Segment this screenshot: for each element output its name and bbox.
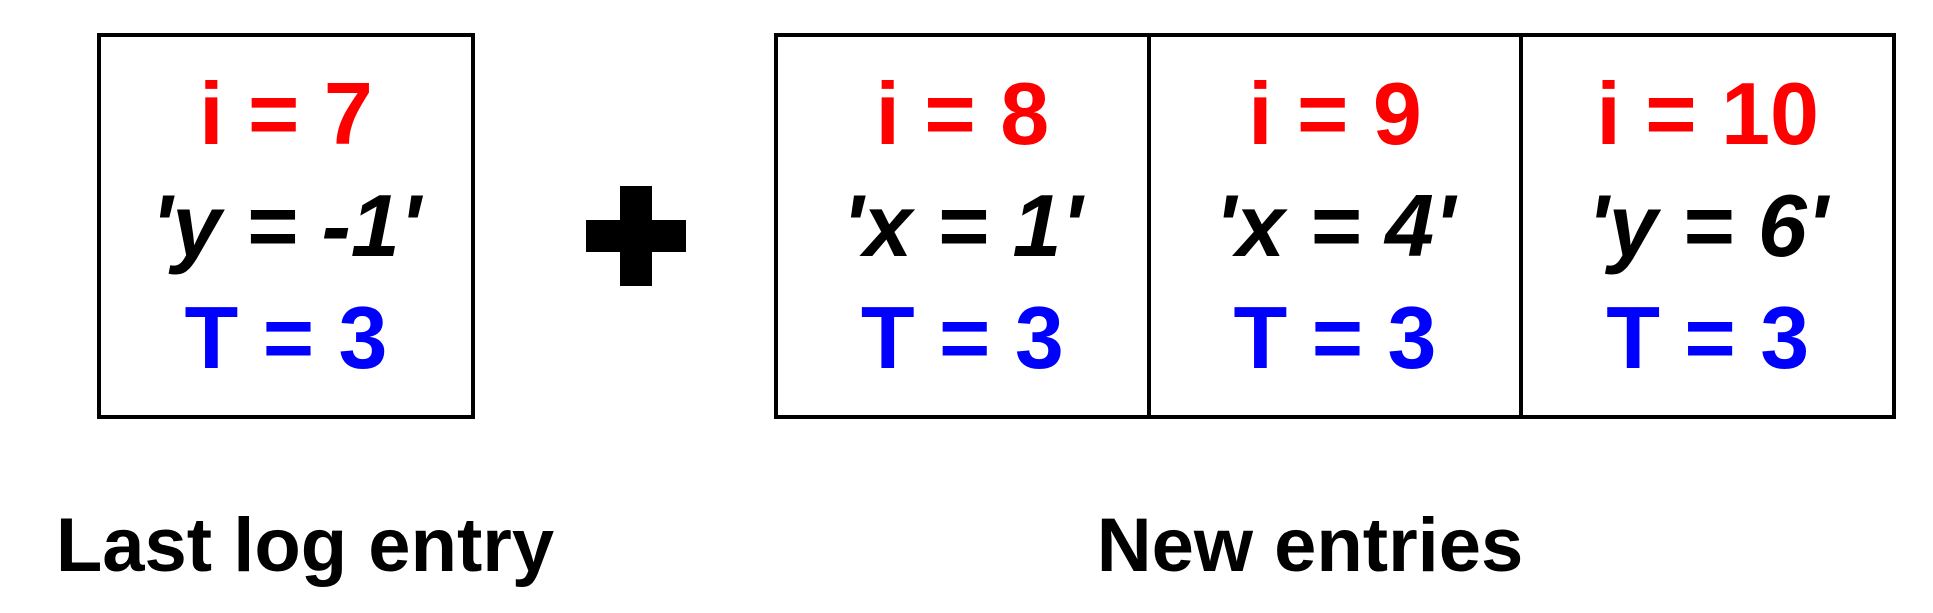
- last-log-entry-box: i = 7 'y = -1' T = 3: [97, 33, 475, 419]
- entry-command: 'y = 6': [1587, 176, 1828, 275]
- new-entries-box: i = 8 'x = 1' T = 3 i = 9 'x = 4' T = 3 …: [774, 33, 1896, 419]
- entry-index: i = 9: [1248, 64, 1422, 163]
- entry-term: T = 3: [1606, 288, 1810, 387]
- new-entries-caption: New entries: [1096, 503, 1524, 588]
- last-log-entry-caption: Last log entry: [55, 503, 555, 588]
- entry-index: i = 8: [875, 64, 1050, 163]
- log-entry-new-3: i = 10 'y = 6' T = 3: [1519, 37, 1892, 415]
- log-entry-new-1: i = 8 'x = 1' T = 3: [778, 37, 1147, 415]
- log-entry-new-2: i = 9 'x = 4' T = 3: [1146, 37, 1520, 415]
- entry-term: T = 3: [184, 288, 388, 387]
- entry-command: 'y = -1': [151, 176, 421, 275]
- entry-index: i = 7: [199, 64, 373, 163]
- entry-command: 'x = 4': [1214, 176, 1456, 275]
- plus-icon: [586, 186, 686, 286]
- entry-command: 'x = 1': [842, 176, 1083, 275]
- entry-term: T = 3: [1233, 288, 1437, 387]
- log-entry-last: i = 7 'y = -1' T = 3: [101, 37, 471, 415]
- entry-term: T = 3: [860, 288, 1064, 387]
- entry-index: i = 10: [1596, 64, 1819, 163]
